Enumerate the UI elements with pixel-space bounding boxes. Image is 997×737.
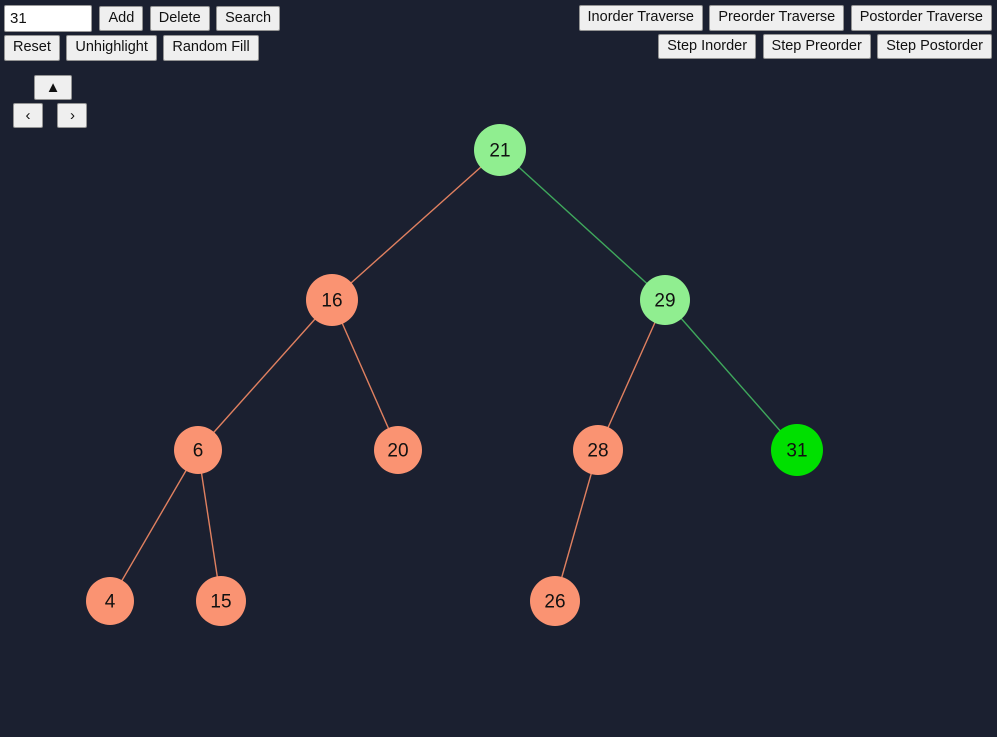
random-fill-button[interactable]: Random Fill xyxy=(163,35,259,61)
tree-node[interactable]: 15 xyxy=(196,576,246,626)
tree-node[interactable]: 6 xyxy=(174,426,222,474)
tree-node[interactable]: 16 xyxy=(306,274,358,326)
preorder-traverse-button[interactable]: Preorder Traverse xyxy=(709,5,845,31)
tree-node[interactable]: 31 xyxy=(771,424,823,476)
tree-node-circle[interactable] xyxy=(174,426,222,474)
tree-node-circle[interactable] xyxy=(86,577,134,625)
delete-button[interactable]: Delete xyxy=(149,5,210,32)
tree-edge-layer xyxy=(109,149,798,602)
tree-node-label: 20 xyxy=(387,441,408,462)
tree-node-label: 31 xyxy=(786,441,807,462)
tree-node[interactable]: 21 xyxy=(474,124,526,176)
nav-right-button[interactable]: › xyxy=(57,103,88,128)
tree-node-label: 6 xyxy=(193,441,204,462)
toolbar-row-secondary: Reset Unhighlight Random Fill xyxy=(4,35,504,61)
tree-edge xyxy=(109,449,199,602)
tree-node-label: 15 xyxy=(210,592,231,613)
step-inorder-button[interactable]: Step Inorder xyxy=(658,33,757,59)
value-input[interactable] xyxy=(4,5,92,32)
tree-node-circle[interactable] xyxy=(573,425,623,475)
tree-node[interactable]: 26 xyxy=(530,576,580,626)
tree-node-label: 28 xyxy=(587,441,608,462)
left-toolbar: Add Delete Search Reset Unhighlight Rand… xyxy=(4,5,504,64)
tree-node-circle[interactable] xyxy=(474,124,526,176)
navigation-pad: ▲ ‹ › xyxy=(13,75,103,137)
tree-node-label: 21 xyxy=(489,141,510,162)
inorder-traverse-button[interactable]: Inorder Traverse xyxy=(578,5,703,31)
tree-node-circle[interactable] xyxy=(771,424,823,476)
nav-row-up: ▲ xyxy=(13,75,103,100)
tree-node-layer: 21 16 29 6 20 28 31 4 15 26 xyxy=(86,124,823,626)
tree-edge xyxy=(197,299,333,451)
traversal-row-full: Inorder Traverse Preorder Traverse Posto… xyxy=(578,5,994,31)
traversal-toolbar: Inorder Traverse Preorder Traverse Posto… xyxy=(578,5,994,62)
add-button[interactable]: Add xyxy=(99,5,144,32)
nav-row-sides: ‹ › xyxy=(13,103,103,128)
tree-node-circle[interactable] xyxy=(530,576,580,626)
reset-button[interactable]: Reset xyxy=(4,35,60,61)
search-button[interactable]: Search xyxy=(216,5,281,32)
step-preorder-button[interactable]: Step Preorder xyxy=(762,33,871,59)
tree-node-circle[interactable] xyxy=(196,576,246,626)
tree-node-circle[interactable] xyxy=(374,426,422,474)
tree-node-label: 26 xyxy=(544,592,565,613)
nav-up-button[interactable]: ▲ xyxy=(34,75,72,100)
tree-node[interactable]: 28 xyxy=(573,425,623,475)
tree-edge xyxy=(664,299,798,451)
tree-node-label: 29 xyxy=(654,291,675,312)
tree-node-label: 4 xyxy=(105,592,116,613)
toolbar-row-primary: Add Delete Search xyxy=(4,5,504,32)
tree-edge xyxy=(499,149,666,301)
tree-edge xyxy=(331,149,501,301)
tree-node[interactable]: 29 xyxy=(640,275,690,325)
tree-node[interactable]: 4 xyxy=(86,577,134,625)
tree-node-circle[interactable] xyxy=(640,275,690,325)
step-postorder-button[interactable]: Step Postorder xyxy=(877,33,992,59)
postorder-traverse-button[interactable]: Postorder Traverse xyxy=(850,5,992,31)
nav-left-button[interactable]: ‹ xyxy=(13,103,43,128)
tree-node[interactable]: 20 xyxy=(374,426,422,474)
traversal-row-step: Step Inorder Step Preorder Step Postorde… xyxy=(579,33,994,59)
unhighlight-button[interactable]: Unhighlight xyxy=(66,35,157,61)
tree-node-label: 16 xyxy=(321,291,342,312)
tree-node-circle[interactable] xyxy=(306,274,358,326)
